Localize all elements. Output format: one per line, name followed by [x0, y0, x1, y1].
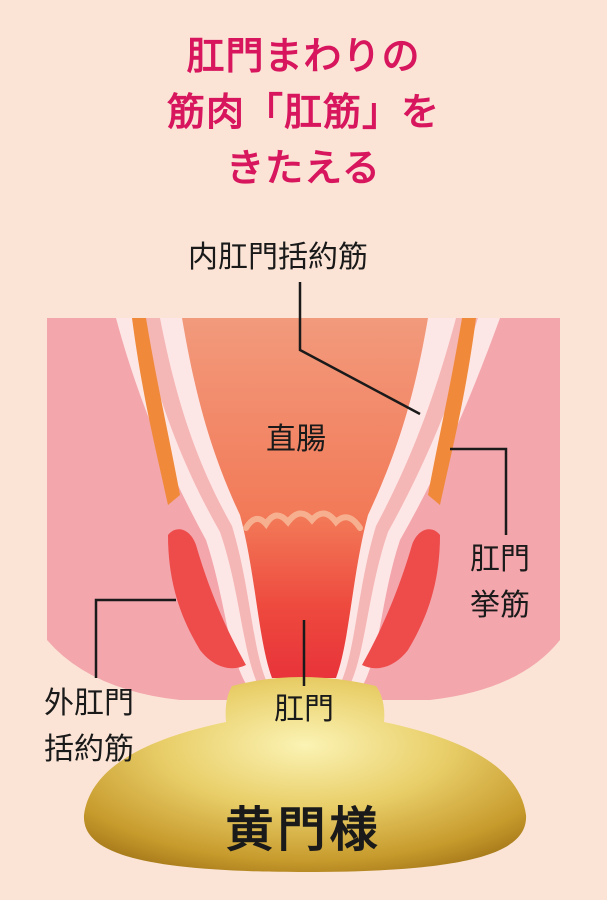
leader-internal-sphincter	[298, 282, 421, 416]
leader-external-sphincter	[94, 598, 176, 678]
levator-left	[132, 318, 180, 505]
title-line-3: きたえる	[226, 146, 381, 190]
label-rectum: 直腸	[266, 422, 326, 457]
page-title: 肛門まわりの 筋肉「肛筋」を きたえる	[0, 28, 607, 196]
label-levator-line-2: 挙筋	[470, 588, 530, 623]
gold-base	[83, 677, 527, 872]
title-line-2: 筋肉「肛筋」を	[166, 90, 440, 134]
label-external-sphincter-line-1: 外肛門	[44, 686, 134, 721]
label-external-sphincter-line-2: 括約筋	[44, 732, 134, 767]
label-internal-sphincter: 内肛門括約筋	[188, 240, 368, 275]
brand-logo-text: 黄門様	[225, 802, 382, 858]
rectum	[182, 318, 428, 678]
label-levator-line-1: 肛門	[470, 542, 530, 577]
title-line-1: 肛門まわりの	[186, 34, 421, 78]
label-anus: 肛門	[274, 692, 334, 727]
levator-right	[428, 318, 476, 505]
external-sphincter-left	[168, 529, 246, 669]
mucosal-folds	[243, 510, 363, 531]
external-sphincter-right	[362, 529, 440, 669]
leader-levator	[450, 447, 508, 535]
